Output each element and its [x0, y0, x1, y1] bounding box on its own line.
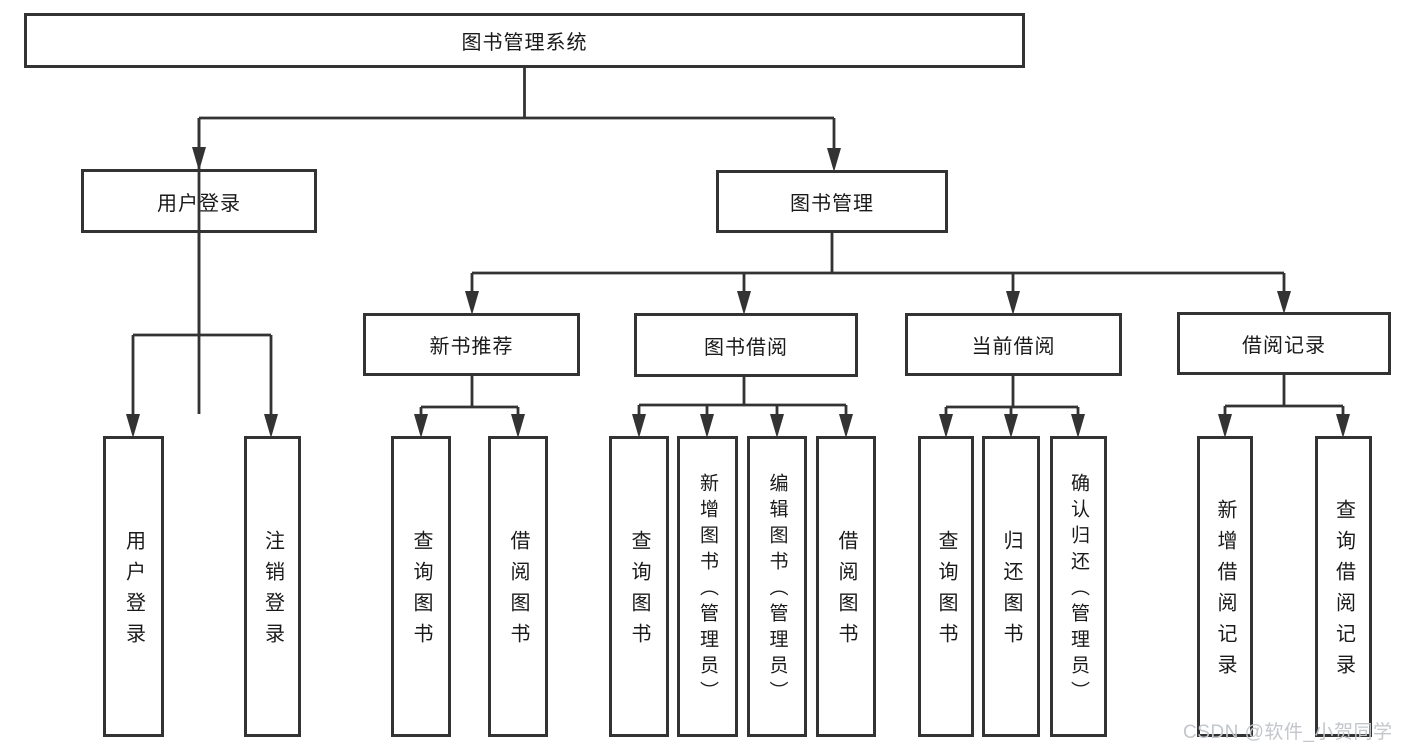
node-label: 新增图书（管理员） [697, 473, 718, 707]
leaf-query-books-borrow: 查询图书 [609, 436, 669, 737]
node-new-book-recommendation: 新书推荐 [363, 313, 580, 376]
csdn-watermark: CSDN @软件_小贺同学 [1183, 722, 1393, 743]
node-label: 用户登录 [157, 192, 241, 215]
node-label: 查询图书 [628, 530, 650, 654]
leaf-query-borrow-record: 查询借阅记录 [1315, 436, 1372, 737]
node-label: 查询图书 [935, 530, 957, 654]
node-label: 查询借阅记录 [1332, 499, 1355, 685]
node-label: 归还图书 [1000, 530, 1022, 654]
node-label: 查询图书 [410, 530, 432, 654]
node-label: 编辑图书（管理员） [766, 473, 788, 707]
leaf-edit-books-admin: 编辑图书（管理员） [747, 436, 807, 737]
node-label: 图书借阅 [704, 336, 788, 359]
leaf-add-borrow-record: 新增借阅记录 [1197, 436, 1253, 737]
node-label: 图书管理 [790, 193, 874, 215]
node-book-management: 图书管理 [716, 170, 948, 233]
leaf-query-books-current: 查询图书 [918, 436, 974, 737]
node-current-borrowing: 当前借阅 [905, 313, 1122, 376]
leaf-query-books-recommend: 查询图书 [391, 436, 451, 737]
node-label: 新增借阅记录 [1214, 499, 1236, 685]
leaf-borrow-books-recommend: 借阅图书 [488, 436, 548, 737]
node-library-system: 图书管理系统 [24, 13, 1025, 68]
node-user-login: 用户登录 [81, 169, 317, 233]
leaf-confirm-return-admin: 确认归还（管理员） [1050, 436, 1107, 737]
node-label: 借阅图书 [507, 530, 529, 654]
leaf-add-books-admin: 新增图书（管理员） [677, 436, 738, 737]
node-borrowing-records: 借阅记录 [1177, 312, 1391, 375]
node-label: 借阅图书 [835, 530, 857, 654]
leaf-logout: 注销登录 [244, 436, 301, 737]
node-label: 图书管理系统 [461, 32, 588, 54]
node-label: 当前借阅 [971, 336, 1056, 358]
node-label: 借阅记录 [1242, 335, 1326, 357]
leaf-borrow-books: 借阅图书 [816, 436, 876, 737]
leaf-user-login: 用户登录 [103, 436, 164, 737]
node-label: 用户登录 [122, 530, 145, 654]
leaf-return-books: 归还图书 [982, 436, 1040, 737]
node-book-borrowing: 图书借阅 [634, 313, 858, 377]
node-label: 新书推荐 [429, 336, 514, 358]
node-label: 确认归还（管理员） [1068, 473, 1089, 707]
node-label: 注销登录 [261, 530, 284, 654]
